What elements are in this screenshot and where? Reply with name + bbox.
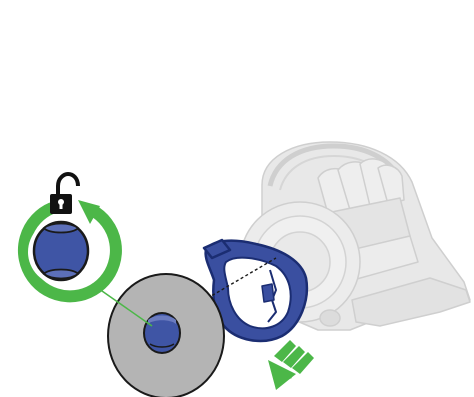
unlocked-padlock-icon: [50, 171, 80, 214]
filter-cover: [202, 238, 309, 343]
pull-out-triple-arrow-icon: [268, 340, 314, 390]
carry-handle: [267, 143, 401, 187]
rotate-arrow-ring: [17, 202, 122, 303]
chassis-base: [351, 277, 471, 327]
disc-knob: [143, 312, 181, 354]
exhaust-disc: [107, 273, 225, 397]
counterclockwise-rotate-arrow-icon: [78, 200, 100, 224]
vacuum-cleaner-body: [239, 141, 471, 331]
knob-enlarged: [32, 220, 90, 282]
front-castor: [319, 309, 341, 327]
unlock-callout: [17, 200, 122, 303]
